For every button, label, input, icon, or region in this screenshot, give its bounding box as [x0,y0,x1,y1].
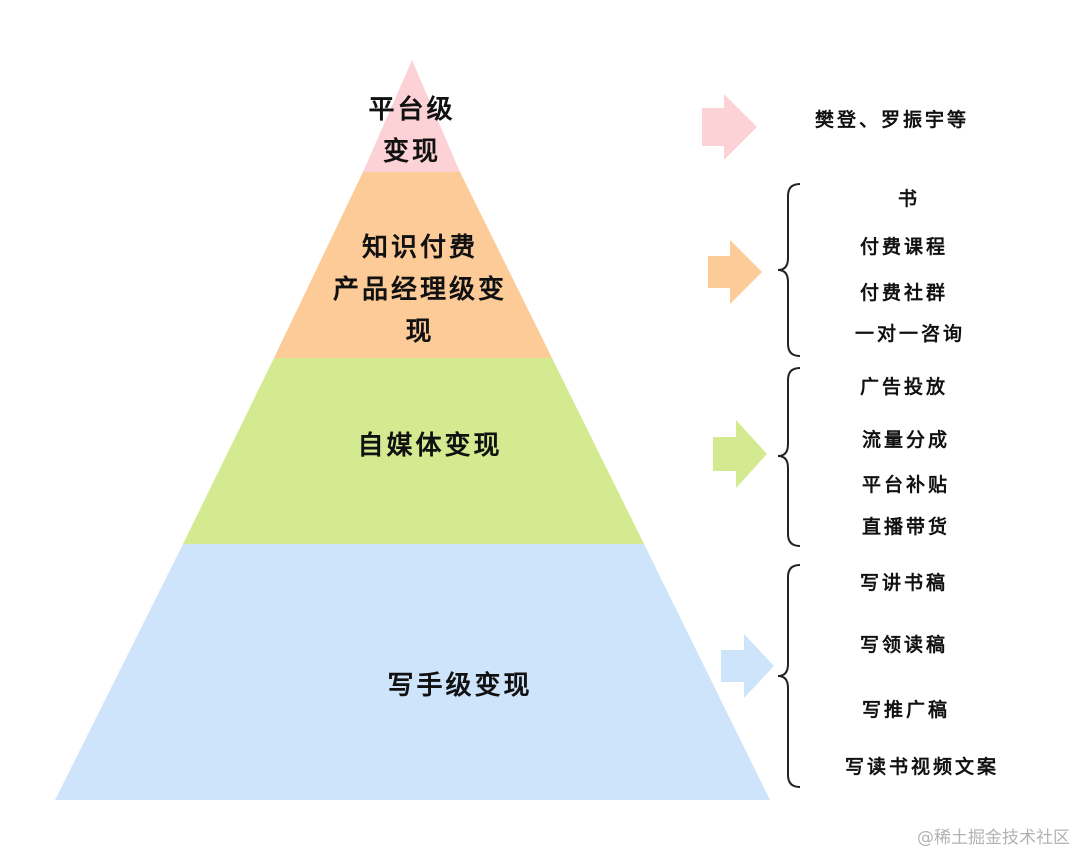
list-item: 写推广稿 [862,699,951,721]
list-item: 广告投放 [860,376,949,398]
list-item: 写读书视频文案 [845,756,1000,778]
tier-label-line: 变现 [382,137,441,167]
tier-label-line: 写手级变现 [387,671,533,701]
tier-writer-shape [55,544,770,800]
tier-self-media-shape [183,358,644,544]
arrow-writer-icon [721,634,774,698]
brace-knowledge-icon [777,183,801,357]
list-item: 付费课程 [860,236,949,258]
list-item: 流量分成 [862,429,951,451]
list-item: 付费社群 [860,282,949,304]
tier-knowledge-shape [274,172,552,358]
watermark: @稀土掘金技术社区 [917,828,1070,848]
tier-platform-shape [363,60,460,172]
tier-label-line: 自媒体变现 [357,431,503,461]
list-item: 直播带货 [862,516,951,538]
brace-self-media-icon [777,367,801,547]
list-item: 写领读稿 [860,634,949,656]
brace-writer-icon [777,564,801,788]
list-item: 写讲书稿 [860,572,949,594]
list-item: 书 [898,188,921,210]
tier-label-line: 现 [405,317,435,347]
tier-label-line: 平台级 [368,95,456,125]
arrow-knowledge-icon [708,240,762,304]
tier-label-platform: 平台级 变现 [312,89,512,173]
list-item: 樊登、罗振宇等 [815,109,970,131]
tier-label-knowledge: 知识付费 产品经理级变 现 [300,227,540,353]
tier-label-writer: 写手级变现 [340,665,580,707]
tier-label-self-media: 自媒体变现 [300,425,560,467]
arrow-self-media-icon [713,420,767,488]
list-item: 平台补贴 [862,474,951,496]
tier-label-line: 知识付费 [361,233,478,263]
arrow-platform-icon [702,94,757,160]
tier-label-line: 产品经理级变 [332,275,507,305]
list-item: 一对一咨询 [855,323,966,345]
